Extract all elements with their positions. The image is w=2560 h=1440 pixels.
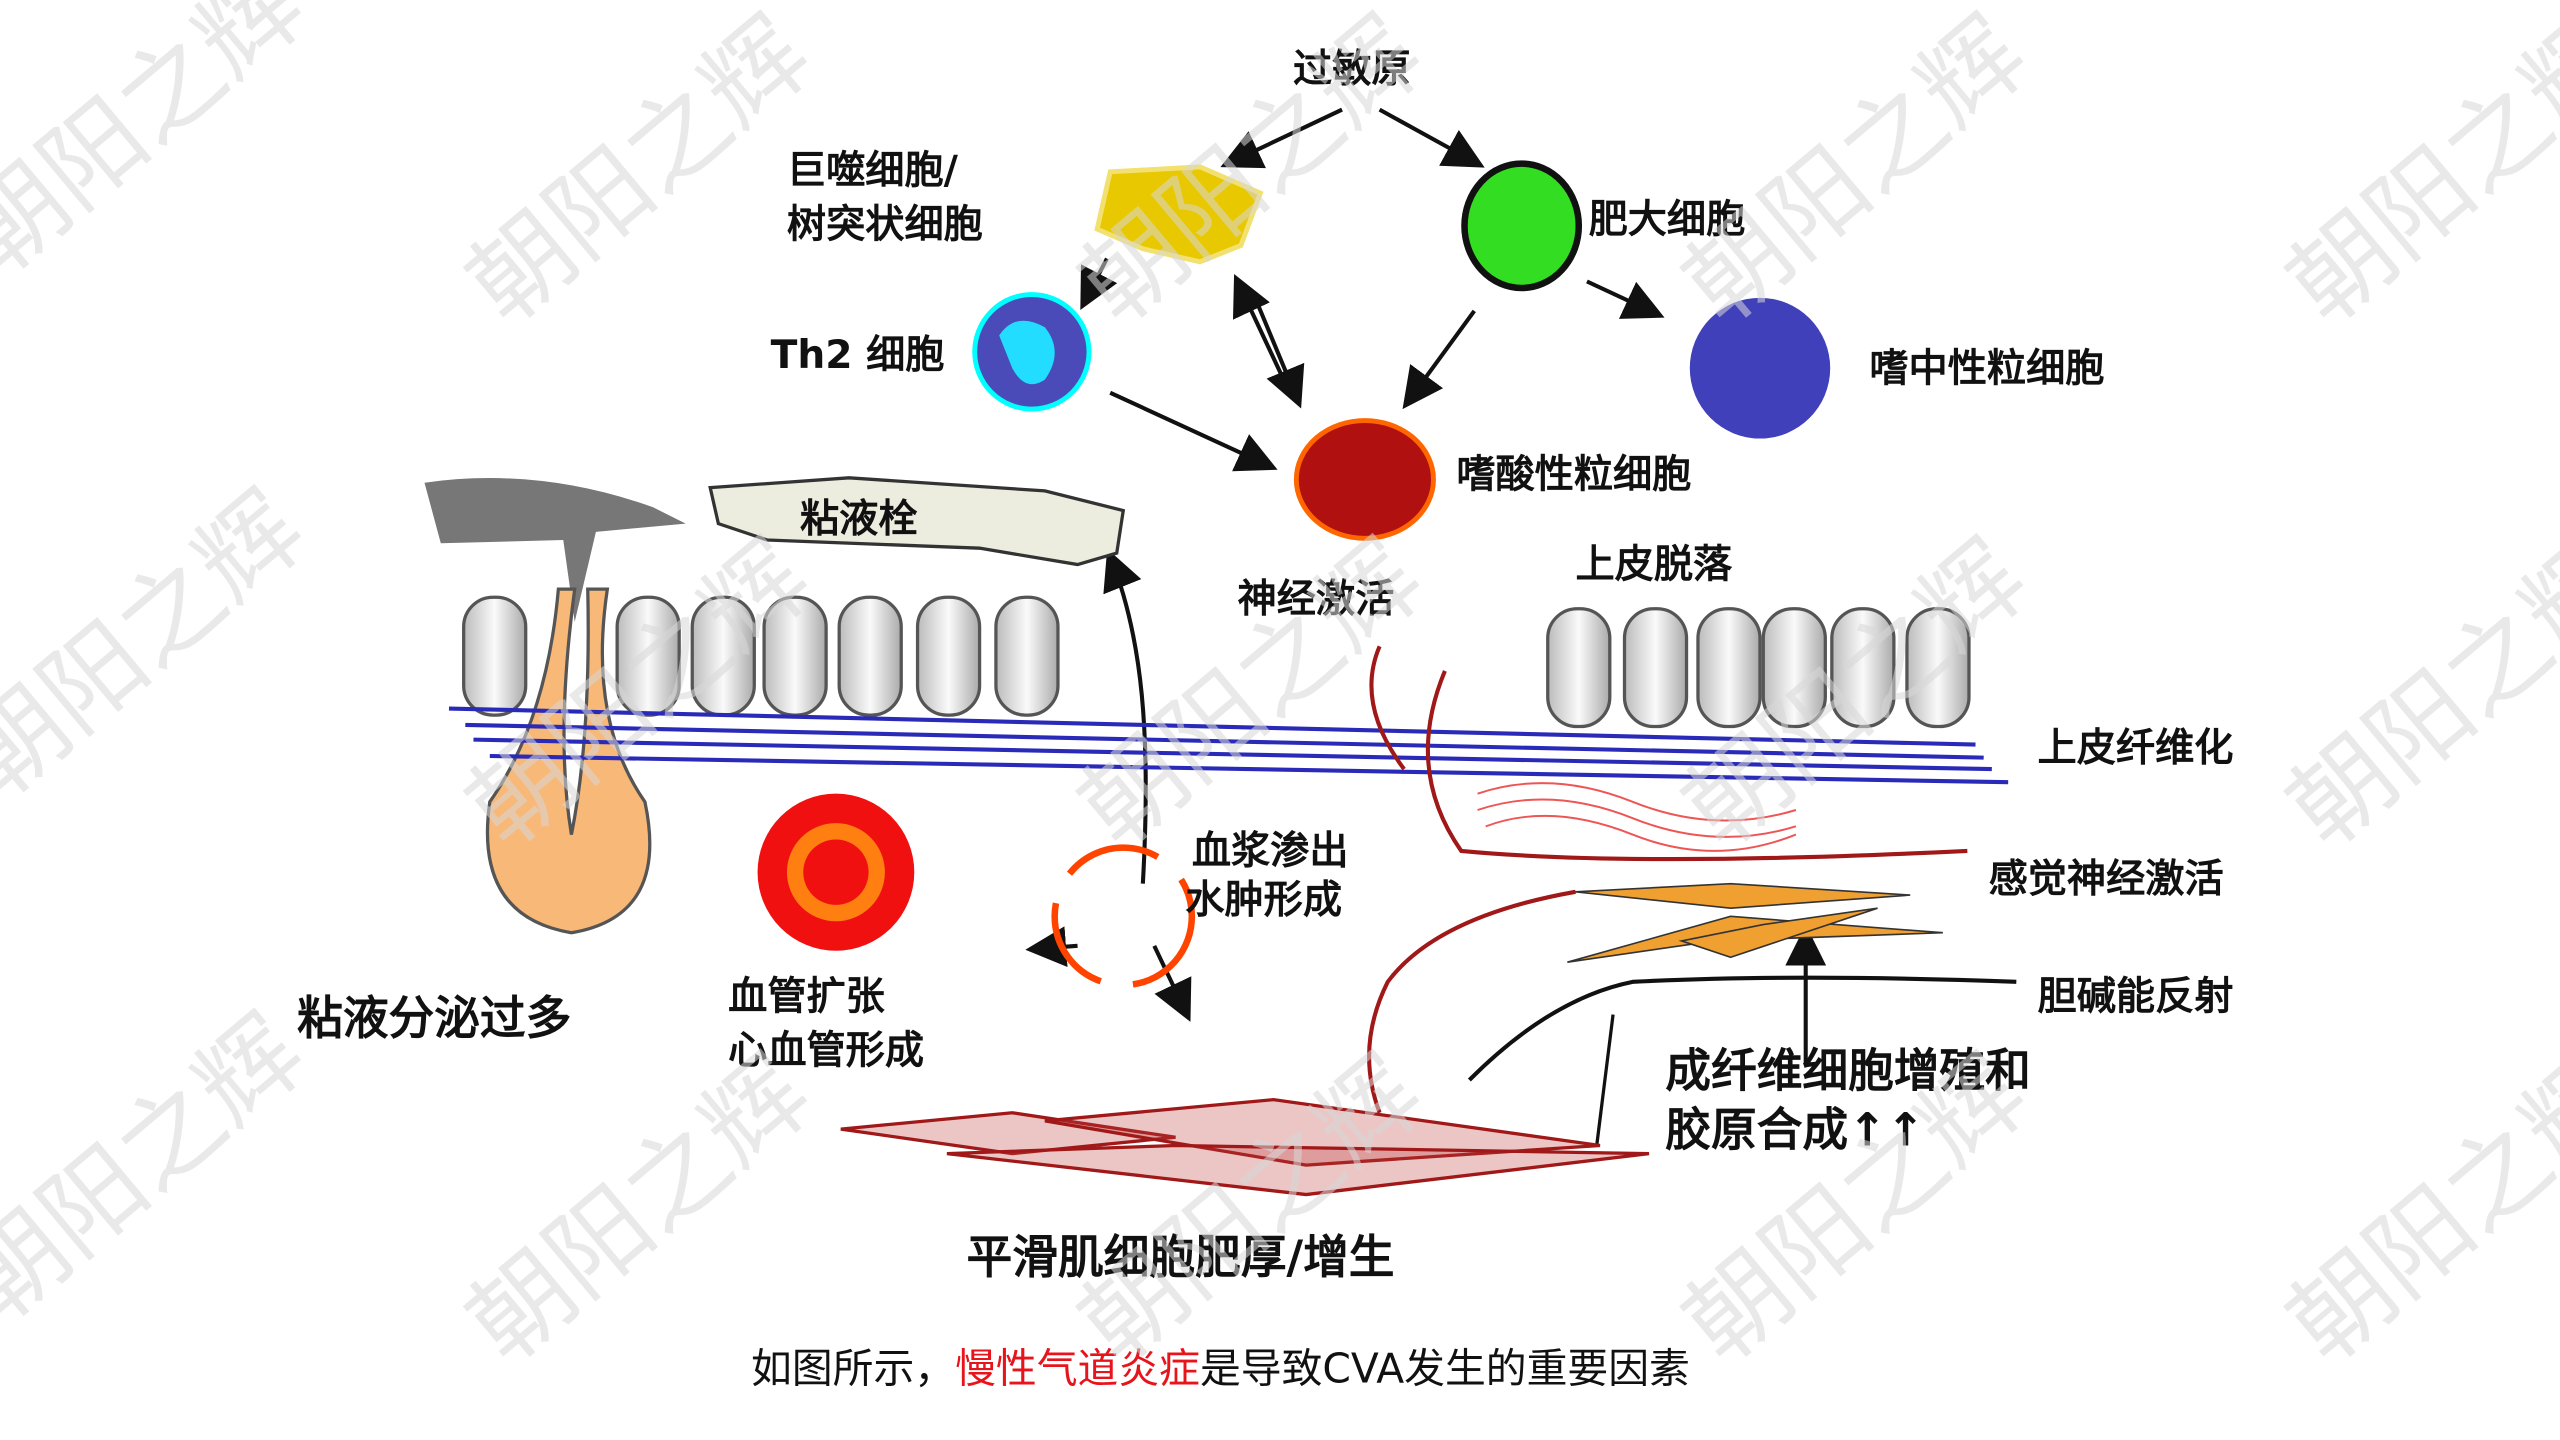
watermark: 朝阳之辉 — [2266, 518, 2560, 869]
label-epithelial-fibrosis: 上皮纤维化 — [2038, 726, 2234, 771]
label-vaso-2: 心血管形成 — [728, 1029, 924, 1074]
nerves — [1367, 645, 1968, 1114]
label-macrophage-1: 巨噬细胞/ — [787, 148, 959, 193]
watermark: 朝阳之辉 — [0, 993, 326, 1344]
label-eosinophil: 嗜酸性粒细胞 — [1456, 453, 1691, 498]
label-epithelial-shedding: 上皮脱落 — [1576, 543, 1733, 588]
label-allergen: 过敏原 — [1293, 47, 1411, 92]
collagen-fibers — [1477, 782, 1797, 852]
mucus-plug-shape — [708, 476, 1126, 567]
label-nerve-activation: 神经激活 — [1238, 577, 1395, 622]
label-cholinergic: 胆碱能反射 — [2038, 975, 2234, 1020]
watermark: 朝阳之辉 — [2266, 0, 2560, 346]
label-mast-cell: 肥大细胞 — [1589, 197, 1746, 242]
label-neutrophil: 嗜中性粒细胞 — [1869, 346, 2104, 391]
epithelial-cells-right — [1546, 607, 1971, 729]
watermark: 朝阳之辉 — [1662, 0, 2048, 346]
watermark: 朝阳之辉 — [1058, 1033, 1444, 1384]
label-fibroblast-1: 成纤维细胞增殖和 — [1665, 1044, 2031, 1097]
goblet-gland — [485, 587, 652, 935]
caption-highlight: 慢性气道炎症 — [955, 1345, 1200, 1393]
watermark: 朝阳之辉 — [446, 1033, 832, 1384]
vessel-lumen — [803, 839, 869, 905]
basement-membrane — [448, 706, 2009, 785]
watermarks: 朝阳之辉 朝阳之辉 朝阳之辉 朝阳之辉 朝阳之辉 朝阳之辉 朝阳之辉 朝阳之辉 … — [0, 0, 2560, 1385]
cholinergic-nerve — [1467, 975, 2017, 1082]
neutrophil-cell — [1689, 297, 1831, 439]
label-macrophage-2: 树突状细胞 — [787, 202, 983, 247]
label-mucus-hypersecretion: 粘液分泌过多 — [297, 992, 571, 1045]
label-smooth-muscle: 平滑肌细胞肥厚/增生 — [967, 1231, 1395, 1284]
label-plasma-2: 水肿形成 — [1185, 878, 1342, 923]
mucus-secretion — [424, 478, 686, 622]
watermark: 朝阳之辉 — [0, 469, 326, 820]
cholinergic-branch — [1595, 1014, 1615, 1146]
label-th2: Th2 细胞 — [771, 333, 945, 378]
caption-prefix: 如图所示， — [751, 1345, 955, 1393]
label-vaso-1: 血管扩张 — [728, 975, 885, 1020]
label-plasma-1: 血浆渗出 — [1192, 829, 1349, 874]
mast-cell — [1461, 160, 1583, 292]
caption-suffix: 是导致CVA发生的重要因素 — [1200, 1345, 1690, 1393]
eosinophil-cell — [1293, 418, 1436, 541]
watermark: 朝阳之辉 — [0, 0, 326, 297]
label-sensory-nerve: 感觉神经激活 — [1989, 857, 2224, 902]
plasma-leak-vessel — [1051, 844, 1196, 989]
watermark: 朝阳之辉 — [2266, 1033, 2560, 1384]
arrows — [1025, 107, 1827, 1064]
caption: 如图所示，慢性气道炎症是导致CVA发生的重要因素 — [751, 1345, 1690, 1393]
fibroblasts — [1567, 882, 1943, 963]
label-fibroblast-2: 胶原合成↑↑ — [1665, 1103, 1924, 1156]
macrophage-cell — [1094, 164, 1264, 265]
th2-nucleus — [999, 320, 1055, 385]
smooth-muscle — [840, 1097, 1650, 1197]
watermark: 朝阳之辉 — [446, 0, 832, 346]
label-mucus-plug: 粘液栓 — [800, 497, 918, 542]
